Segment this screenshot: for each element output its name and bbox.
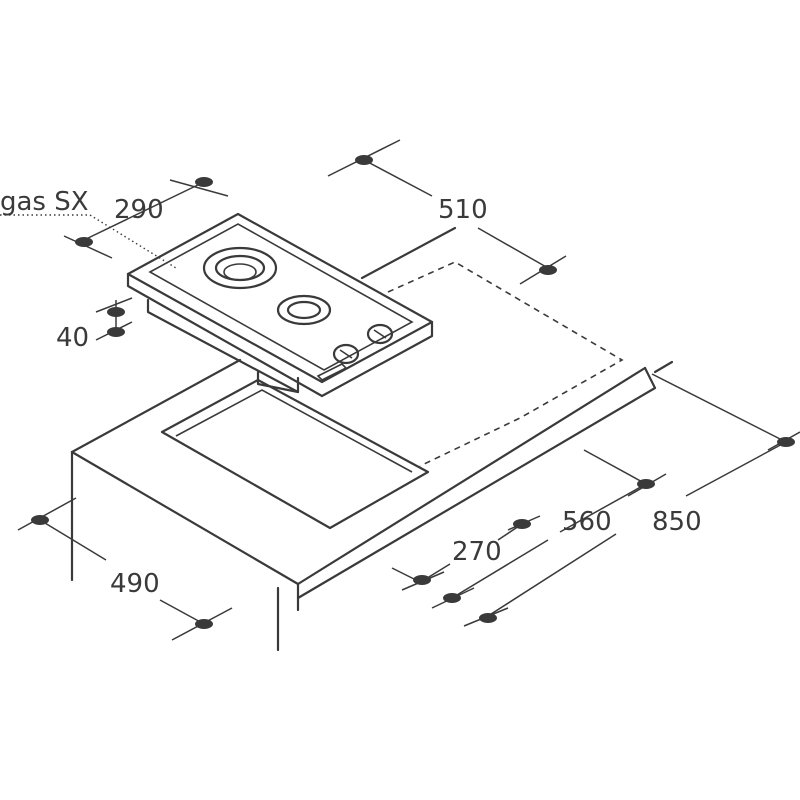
- cutout: [160, 378, 430, 530]
- hob-plate-border: [148, 223, 414, 371]
- hob-top-plate: [126, 212, 434, 384]
- worktop: [70, 226, 674, 652]
- large-burner: [202, 246, 278, 290]
- hob-body-front: [146, 298, 300, 394]
- dim-label-490: 490: [110, 569, 160, 599]
- worktop-right-end: [653, 360, 674, 374]
- dim-label-850: 850: [652, 507, 702, 537]
- dim-560-lines: [431, 449, 667, 609]
- dashed-outline: [387, 261, 624, 467]
- worktop-left-front-edge: [70, 450, 300, 586]
- control-knob-2: [366, 323, 394, 345]
- worktop-front-thickness: [296, 366, 657, 600]
- hob-body-side: [256, 370, 300, 394]
- hob: [126, 212, 434, 398]
- dim-850-lines: [463, 373, 800, 627]
- gas-sx-leader: [0, 214, 177, 269]
- hob-plate-thickness: [126, 272, 434, 398]
- dim-290-lines: [63, 177, 229, 259]
- control-knob-1: [332, 343, 360, 365]
- cutout-inner-edge: [175, 389, 413, 473]
- worktop-front-right-edge: [296, 366, 647, 586]
- dim-label-270: 270: [452, 537, 502, 567]
- dim-510-lines: [327, 139, 567, 285]
- dim-label-510: 510: [438, 195, 488, 225]
- worktop-back-edge: [360, 226, 457, 280]
- hob-badge: [316, 363, 348, 381]
- dim-40-lines: [95, 297, 133, 341]
- dim-label-560: 560: [562, 507, 612, 537]
- dim-270-lines: [391, 515, 541, 591]
- dim-label-290: 290: [114, 195, 164, 225]
- component-label: gas SX: [0, 187, 89, 217]
- dim-label-40: 40: [56, 323, 89, 353]
- cutout-outline: [160, 378, 430, 530]
- small-burner: [276, 294, 332, 326]
- worktop-left-back-edge: [70, 358, 242, 454]
- dim-490-lines: [17, 497, 233, 641]
